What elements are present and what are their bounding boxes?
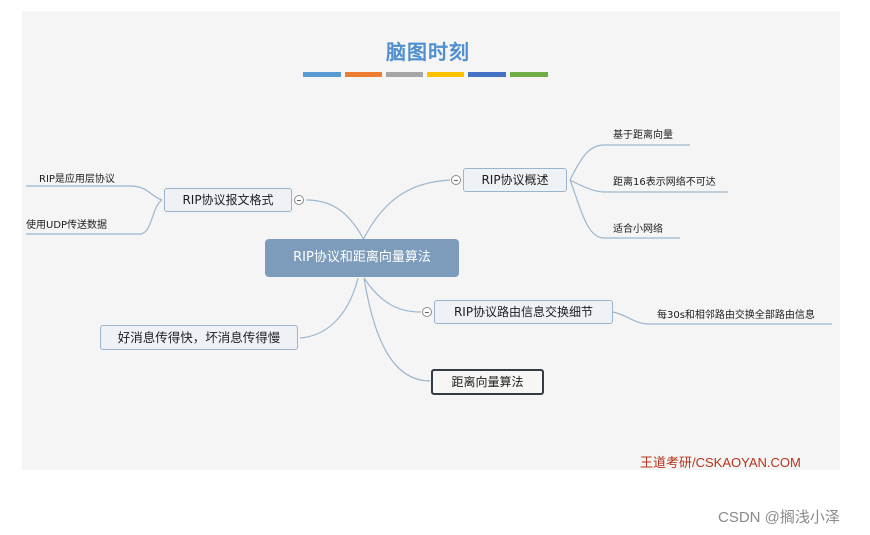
collapse-overview-icon[interactable] — [451, 175, 461, 185]
topic-distance-vector-algorithm[interactable]: 距离向量算法 — [431, 369, 544, 395]
overview-leaf-3: 适合小网络 — [613, 224, 663, 235]
link-root-format — [305, 199, 365, 241]
format-leaf-1: RIP是应用层协议 — [39, 174, 115, 185]
exchange-leaf-1: 每30s和相邻路由交换全部路由信息 — [657, 310, 815, 321]
overview-leaf-1: 基于距离向量 — [613, 130, 673, 141]
link-overview-leaf-1 — [569, 144, 690, 181]
title-underline-blue — [303, 72, 341, 77]
format-leaf-2: 使用UDP传送数据 — [26, 220, 108, 231]
title-underline-orange — [345, 72, 382, 77]
title-underline-indigo — [468, 72, 506, 77]
link-overview-leaf-3 — [569, 179, 680, 239]
title-underline-yellow — [427, 72, 464, 77]
topic-good-bad-news-label: 好消息传得快，坏消息传得慢 — [117, 330, 281, 345]
link-root-news — [299, 277, 359, 339]
topic-rip-exchange-details-label: RIP协议路由信息交换细节 — [453, 305, 594, 319]
csdn-watermark: CSDN @搁浅小泽 — [718, 509, 840, 526]
topic-rip-overview[interactable]: RIP协议概述 — [463, 168, 567, 192]
topic-rip-packet-format-label: RIP协议报文格式 — [182, 193, 274, 207]
topic-distance-vector-algorithm-label: 距离向量算法 — [451, 375, 524, 389]
collapse-exchange-icon[interactable] — [422, 307, 432, 317]
topic-rip-packet-format[interactable]: RIP协议报文格式 — [164, 188, 292, 212]
link-format-leaf-1 — [26, 185, 163, 201]
link-overview-leaf-2 — [569, 179, 728, 193]
title-underline-green — [510, 72, 548, 77]
link-format-leaf-2 — [26, 199, 163, 235]
brand-caption: 王道考研/CSKAOYAN.COM — [640, 455, 801, 470]
link-exchange-leaf-1 — [612, 311, 832, 325]
link-root-overview — [361, 179, 451, 243]
title-underline-gray — [386, 72, 423, 77]
root-topic[interactable]: RIP协议和距离向量算法 — [265, 239, 459, 277]
collapse-format-icon[interactable] — [294, 195, 304, 205]
root-topic-label: RIP协议和距离向量算法 — [293, 250, 431, 265]
topic-rip-overview-label: RIP协议概述 — [481, 173, 549, 187]
link-root-algorithm — [363, 277, 431, 382]
link-root-exchange — [363, 277, 422, 313]
overview-leaf-2: 距离16表示网络不可达 — [613, 177, 716, 188]
topic-good-bad-news[interactable]: 好消息传得快，坏消息传得慢 — [100, 325, 298, 350]
mindmap-title: 脑图时刻 — [386, 40, 470, 64]
topic-rip-exchange-details[interactable]: RIP协议路由信息交换细节 — [434, 300, 613, 324]
